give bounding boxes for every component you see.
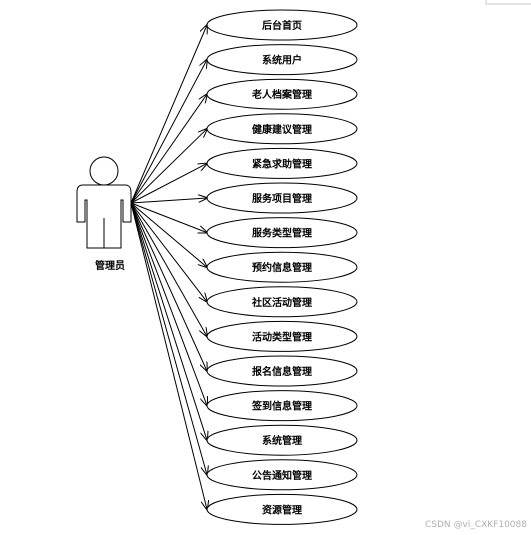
- use-case-ellipse: [206, 424, 358, 456]
- association-arrow: [130, 25, 207, 204]
- association-arrow: [130, 163, 207, 204]
- use-case: 活动类型管理: [206, 320, 358, 352]
- use-case-ellipse: [206, 493, 358, 525]
- association-arrow: [130, 202, 207, 406]
- association-arrow: [130, 202, 207, 302]
- use-case: 签到信息管理: [206, 390, 358, 422]
- use-case-ellipse: [206, 459, 358, 491]
- use-case: 社区活动管理: [206, 286, 358, 318]
- use-case: 老人档案管理: [206, 78, 358, 110]
- actor-label: 管理员: [95, 259, 125, 272]
- corner-frame: [485, 0, 531, 5]
- use-case-ellipse: [206, 9, 358, 41]
- actor-head: [89, 156, 119, 186]
- association-arrow: [130, 202, 207, 440]
- use-case-ellipse: [206, 217, 358, 249]
- use-case: 健康建议管理: [206, 113, 358, 145]
- use-case-label: 服务项目管理: [252, 192, 312, 205]
- use-case: 系统管理: [206, 424, 358, 456]
- use-case-ellipse: [206, 355, 358, 387]
- use-case-ellipse: [206, 113, 358, 145]
- use-case-ellipse: [206, 286, 358, 318]
- use-case-list: 后台首页系统用户老人档案管理健康建议管理紧急求助管理服务项目管理服务类型管理预约…: [206, 9, 358, 525]
- use-case-label: 签到信息管理: [251, 400, 312, 413]
- association-arrow: [130, 202, 207, 509]
- association-arrow: [130, 202, 207, 371]
- use-case: 公告通知管理: [206, 459, 358, 491]
- use-case-label: 活动类型管理: [252, 330, 312, 343]
- association-arrow: [130, 94, 207, 204]
- use-case-ellipse: [206, 320, 358, 352]
- association-arrow: [130, 202, 207, 267]
- actor-figure: [76, 156, 132, 249]
- association-arrow: [130, 129, 207, 204]
- use-case-ellipse: [206, 78, 358, 110]
- use-case-label: 老人档案管理: [251, 88, 312, 101]
- use-case: 系统用户: [206, 44, 358, 76]
- use-case: 资源管理: [206, 493, 358, 525]
- use-case: 紧急求助管理: [206, 147, 358, 179]
- use-case-ellipse: [206, 251, 358, 283]
- association-lines: [130, 25, 207, 509]
- use-case-label: 公告通知管理: [252, 469, 312, 482]
- use-case-label: 报名信息管理: [252, 365, 312, 378]
- association-arrow: [130, 202, 207, 336]
- use-case-label: 健康建议管理: [252, 123, 312, 136]
- use-case: 预约信息管理: [206, 251, 358, 283]
- use-case-ellipse: [206, 147, 358, 179]
- use-case-label: 系统用户: [262, 54, 302, 67]
- use-case: 服务类型管理: [206, 217, 358, 249]
- association-arrow: [130, 198, 207, 204]
- watermark: CSDN @vi_CXKF10088: [425, 520, 527, 530]
- use-case-label: 服务类型管理: [252, 227, 312, 240]
- use-case-label: 社区活动管理: [251, 296, 312, 309]
- use-case-label: 紧急求助管理: [252, 157, 312, 170]
- association-arrow: [130, 60, 207, 204]
- use-case-label: 资源管理: [262, 503, 302, 516]
- use-case-ellipse: [206, 390, 358, 422]
- use-case-label: 预约信息管理: [252, 261, 312, 274]
- use-case-label: 系统管理: [262, 434, 302, 447]
- association-arrow: [130, 202, 207, 475]
- use-case-label: 后台首页: [262, 19, 302, 32]
- use-case-ellipse: [206, 44, 358, 76]
- actor-body: [76, 184, 132, 249]
- use-case: 报名信息管理: [206, 355, 358, 387]
- use-case-ellipse: [206, 182, 358, 214]
- use-case: 后台首页: [206, 9, 358, 41]
- use-case: 服务项目管理: [206, 182, 358, 214]
- association-arrow: [130, 202, 207, 233]
